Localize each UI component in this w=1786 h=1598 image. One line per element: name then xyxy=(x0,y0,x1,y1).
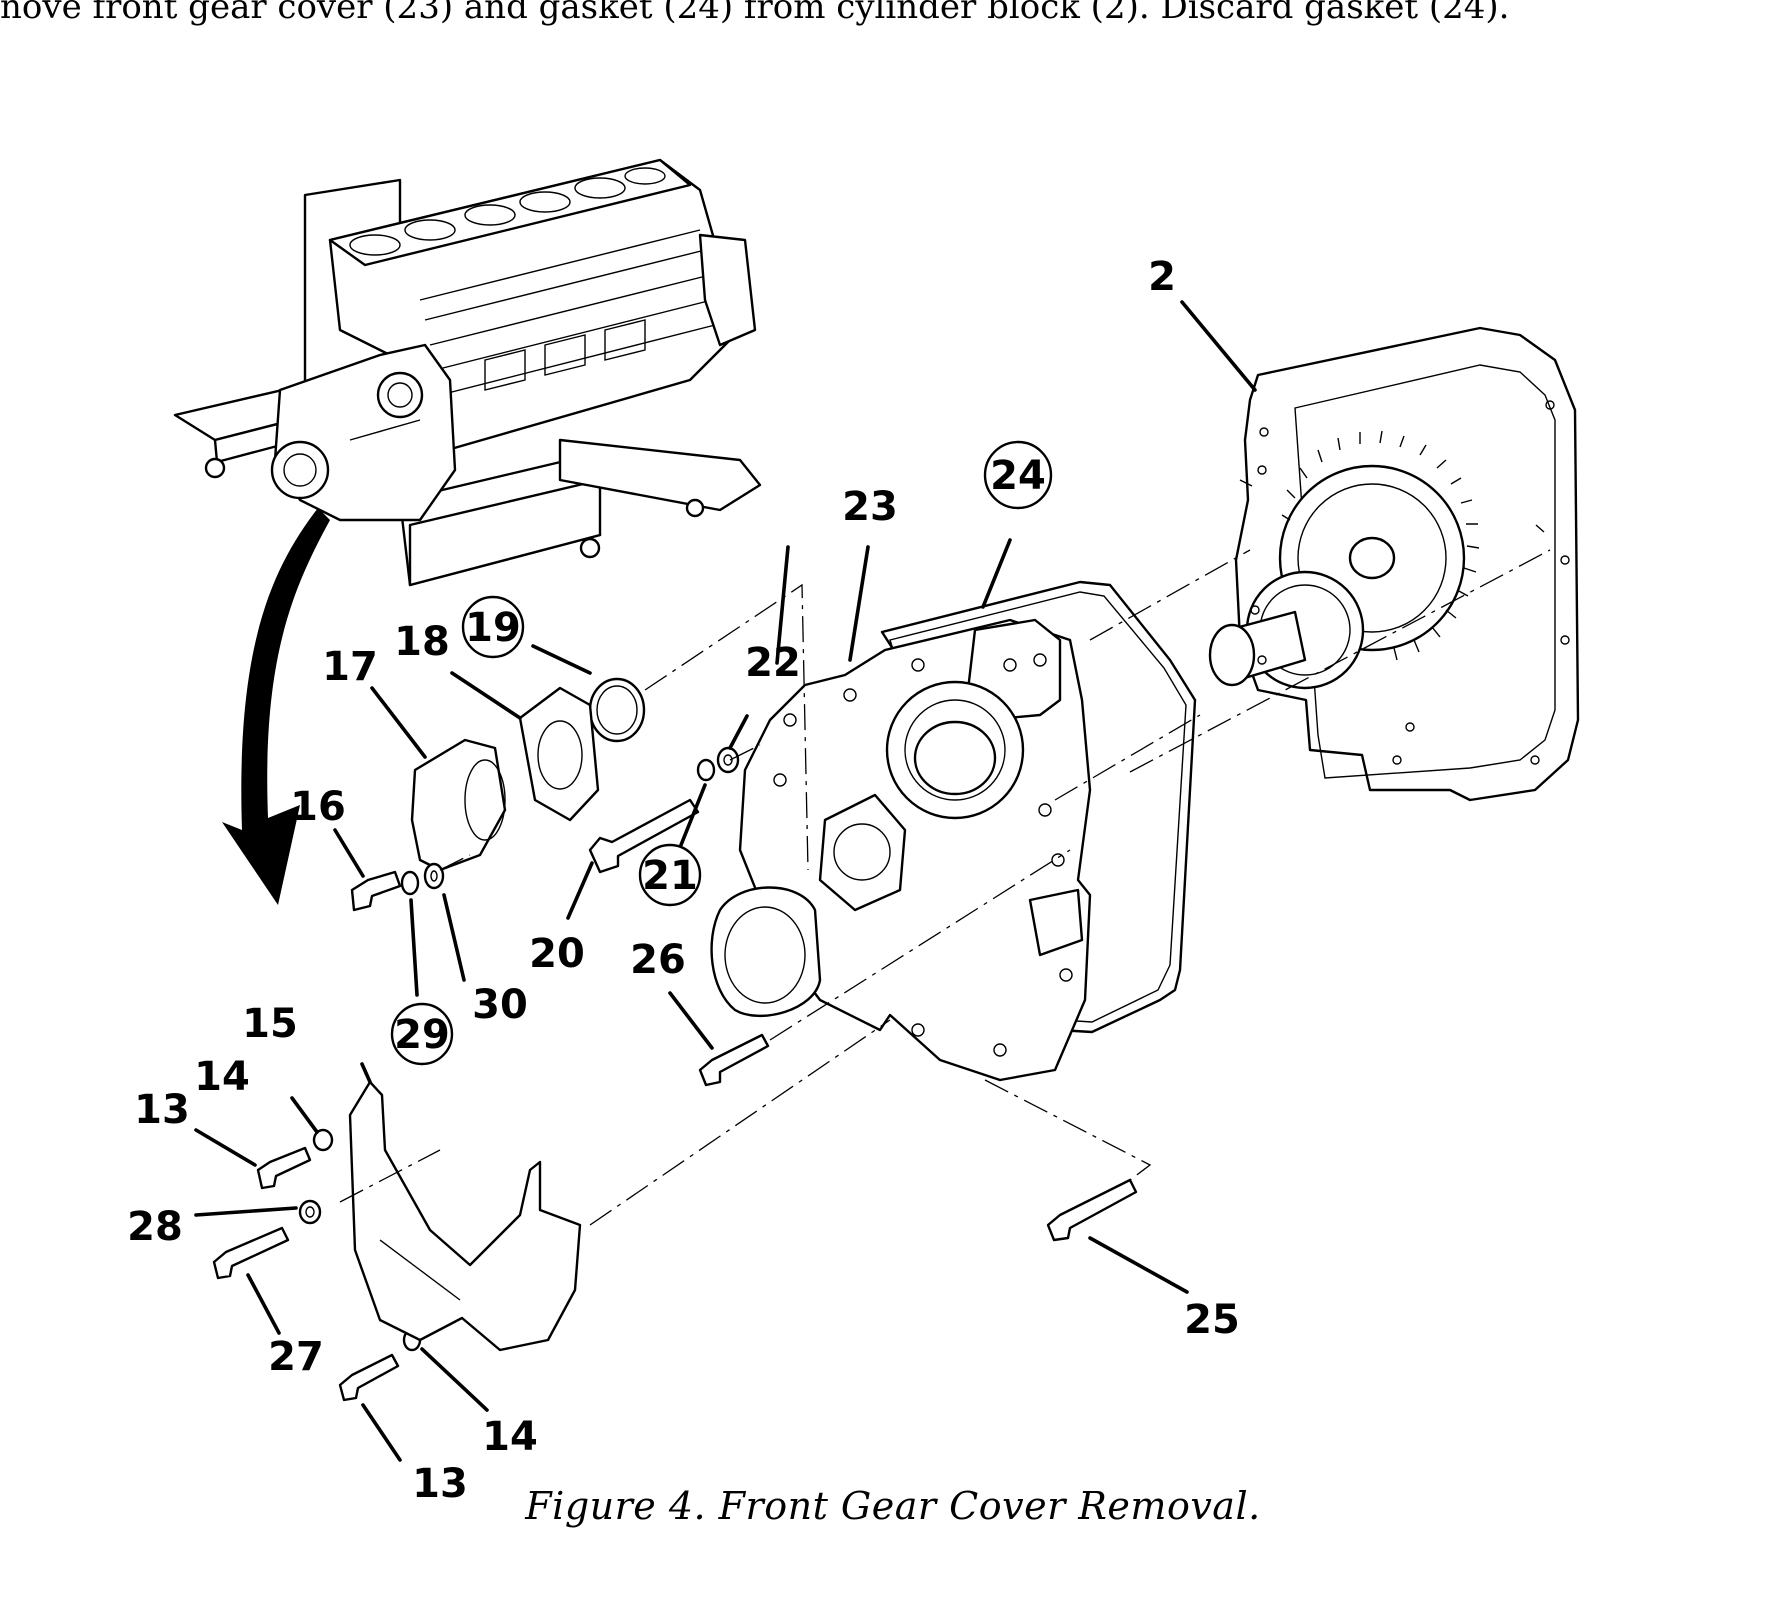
o-ring-drawing xyxy=(588,677,646,743)
callout-14-lower: 14 xyxy=(482,1414,538,1460)
callout-22: 22 xyxy=(745,640,801,686)
callout-28: 28 xyxy=(127,1204,183,1250)
cover-plate-drawing xyxy=(410,738,507,872)
callout-30: 30 xyxy=(472,982,528,1028)
callout-26: 26 xyxy=(630,937,686,983)
callout-13-lower: 13 xyxy=(412,1461,468,1507)
callout-2: 2 xyxy=(1148,254,1176,300)
callout-17: 17 xyxy=(322,644,378,690)
bracket-drawing xyxy=(348,1080,582,1352)
engine-on-stand-drawing xyxy=(173,158,762,587)
callout-20: 20 xyxy=(529,931,585,977)
instruction-text: nove front gear cover (23) and gasket (2… xyxy=(0,0,1510,27)
bolt-25-drawing xyxy=(1046,1178,1138,1242)
callout-27: 27 xyxy=(268,1334,324,1380)
figure-caption: Figure 4. Front Gear Cover Removal. xyxy=(525,1484,1261,1528)
front-gear-cover-drawing xyxy=(710,618,1092,1082)
callout-29: 29 xyxy=(394,1012,450,1058)
callout-14-upper: 14 xyxy=(194,1054,250,1100)
callout-23: 23 xyxy=(842,484,898,530)
cylinder-block-drawing xyxy=(1208,326,1580,802)
callout-16: 16 xyxy=(290,784,346,830)
callout-18: 18 xyxy=(394,619,450,665)
callout-19: 19 xyxy=(465,605,521,651)
bolt-16-drawing xyxy=(350,870,402,912)
bolt-20-drawing xyxy=(588,798,700,874)
cover-gasket-drawing xyxy=(518,686,600,822)
callout-15: 15 xyxy=(242,1001,298,1047)
bolt-26-drawing xyxy=(698,1033,770,1087)
callout-21: 21 xyxy=(642,853,698,899)
callout-24: 24 xyxy=(990,453,1046,499)
curved-pointer-arrow xyxy=(222,508,330,905)
callout-13-upper: 13 xyxy=(134,1087,190,1133)
callout-25: 25 xyxy=(1184,1297,1240,1343)
